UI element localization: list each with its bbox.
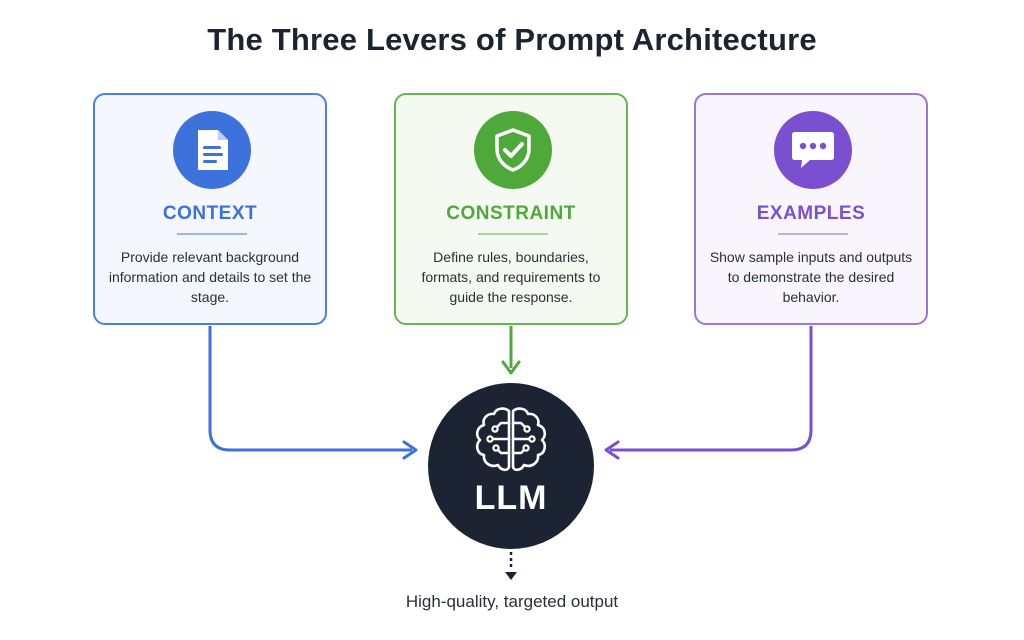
context-arrowhead xyxy=(402,440,418,460)
constraint-divider xyxy=(478,233,548,235)
output-label: High-quality, targeted output xyxy=(405,592,619,611)
constraint-description: Define rules, boundaries, formats, and r… xyxy=(421,249,601,305)
output-arrowhead xyxy=(505,572,517,580)
examples-card: EXAMPLES Show sample inputs and outputs … xyxy=(694,93,928,325)
examples-arrowhead xyxy=(604,440,620,460)
context-description: Provide relevant background information … xyxy=(108,249,312,305)
chat-bubble-icon xyxy=(792,132,834,168)
context-card: CONTEXT Provide relevant background info… xyxy=(93,93,327,325)
context-title: CONTEXT xyxy=(162,203,258,224)
constraint-card: CONSTRAINT Define rules, boundaries, for… xyxy=(394,93,628,325)
examples-description: Show sample inputs and outputs to demons… xyxy=(709,249,913,305)
diagram-title: The Three Levers of Prompt Architecture xyxy=(207,22,817,57)
examples-title: EXAMPLES xyxy=(756,203,866,224)
examples-divider xyxy=(778,233,848,235)
examples-icon-badge xyxy=(774,111,852,189)
examples-connector xyxy=(610,326,813,452)
brain-circuit-icon xyxy=(475,407,547,472)
constraint-arrowhead xyxy=(501,360,521,375)
shield-check-icon xyxy=(495,128,531,172)
context-icon-badge xyxy=(173,111,251,189)
constraint-icon-badge xyxy=(474,111,552,189)
constraint-title: CONSTRAINT xyxy=(446,203,576,224)
context-divider xyxy=(177,233,247,235)
llm-label: LLM xyxy=(474,479,548,517)
context-connector xyxy=(208,326,412,452)
document-icon xyxy=(198,130,228,170)
llm-node: LLM xyxy=(428,383,594,549)
